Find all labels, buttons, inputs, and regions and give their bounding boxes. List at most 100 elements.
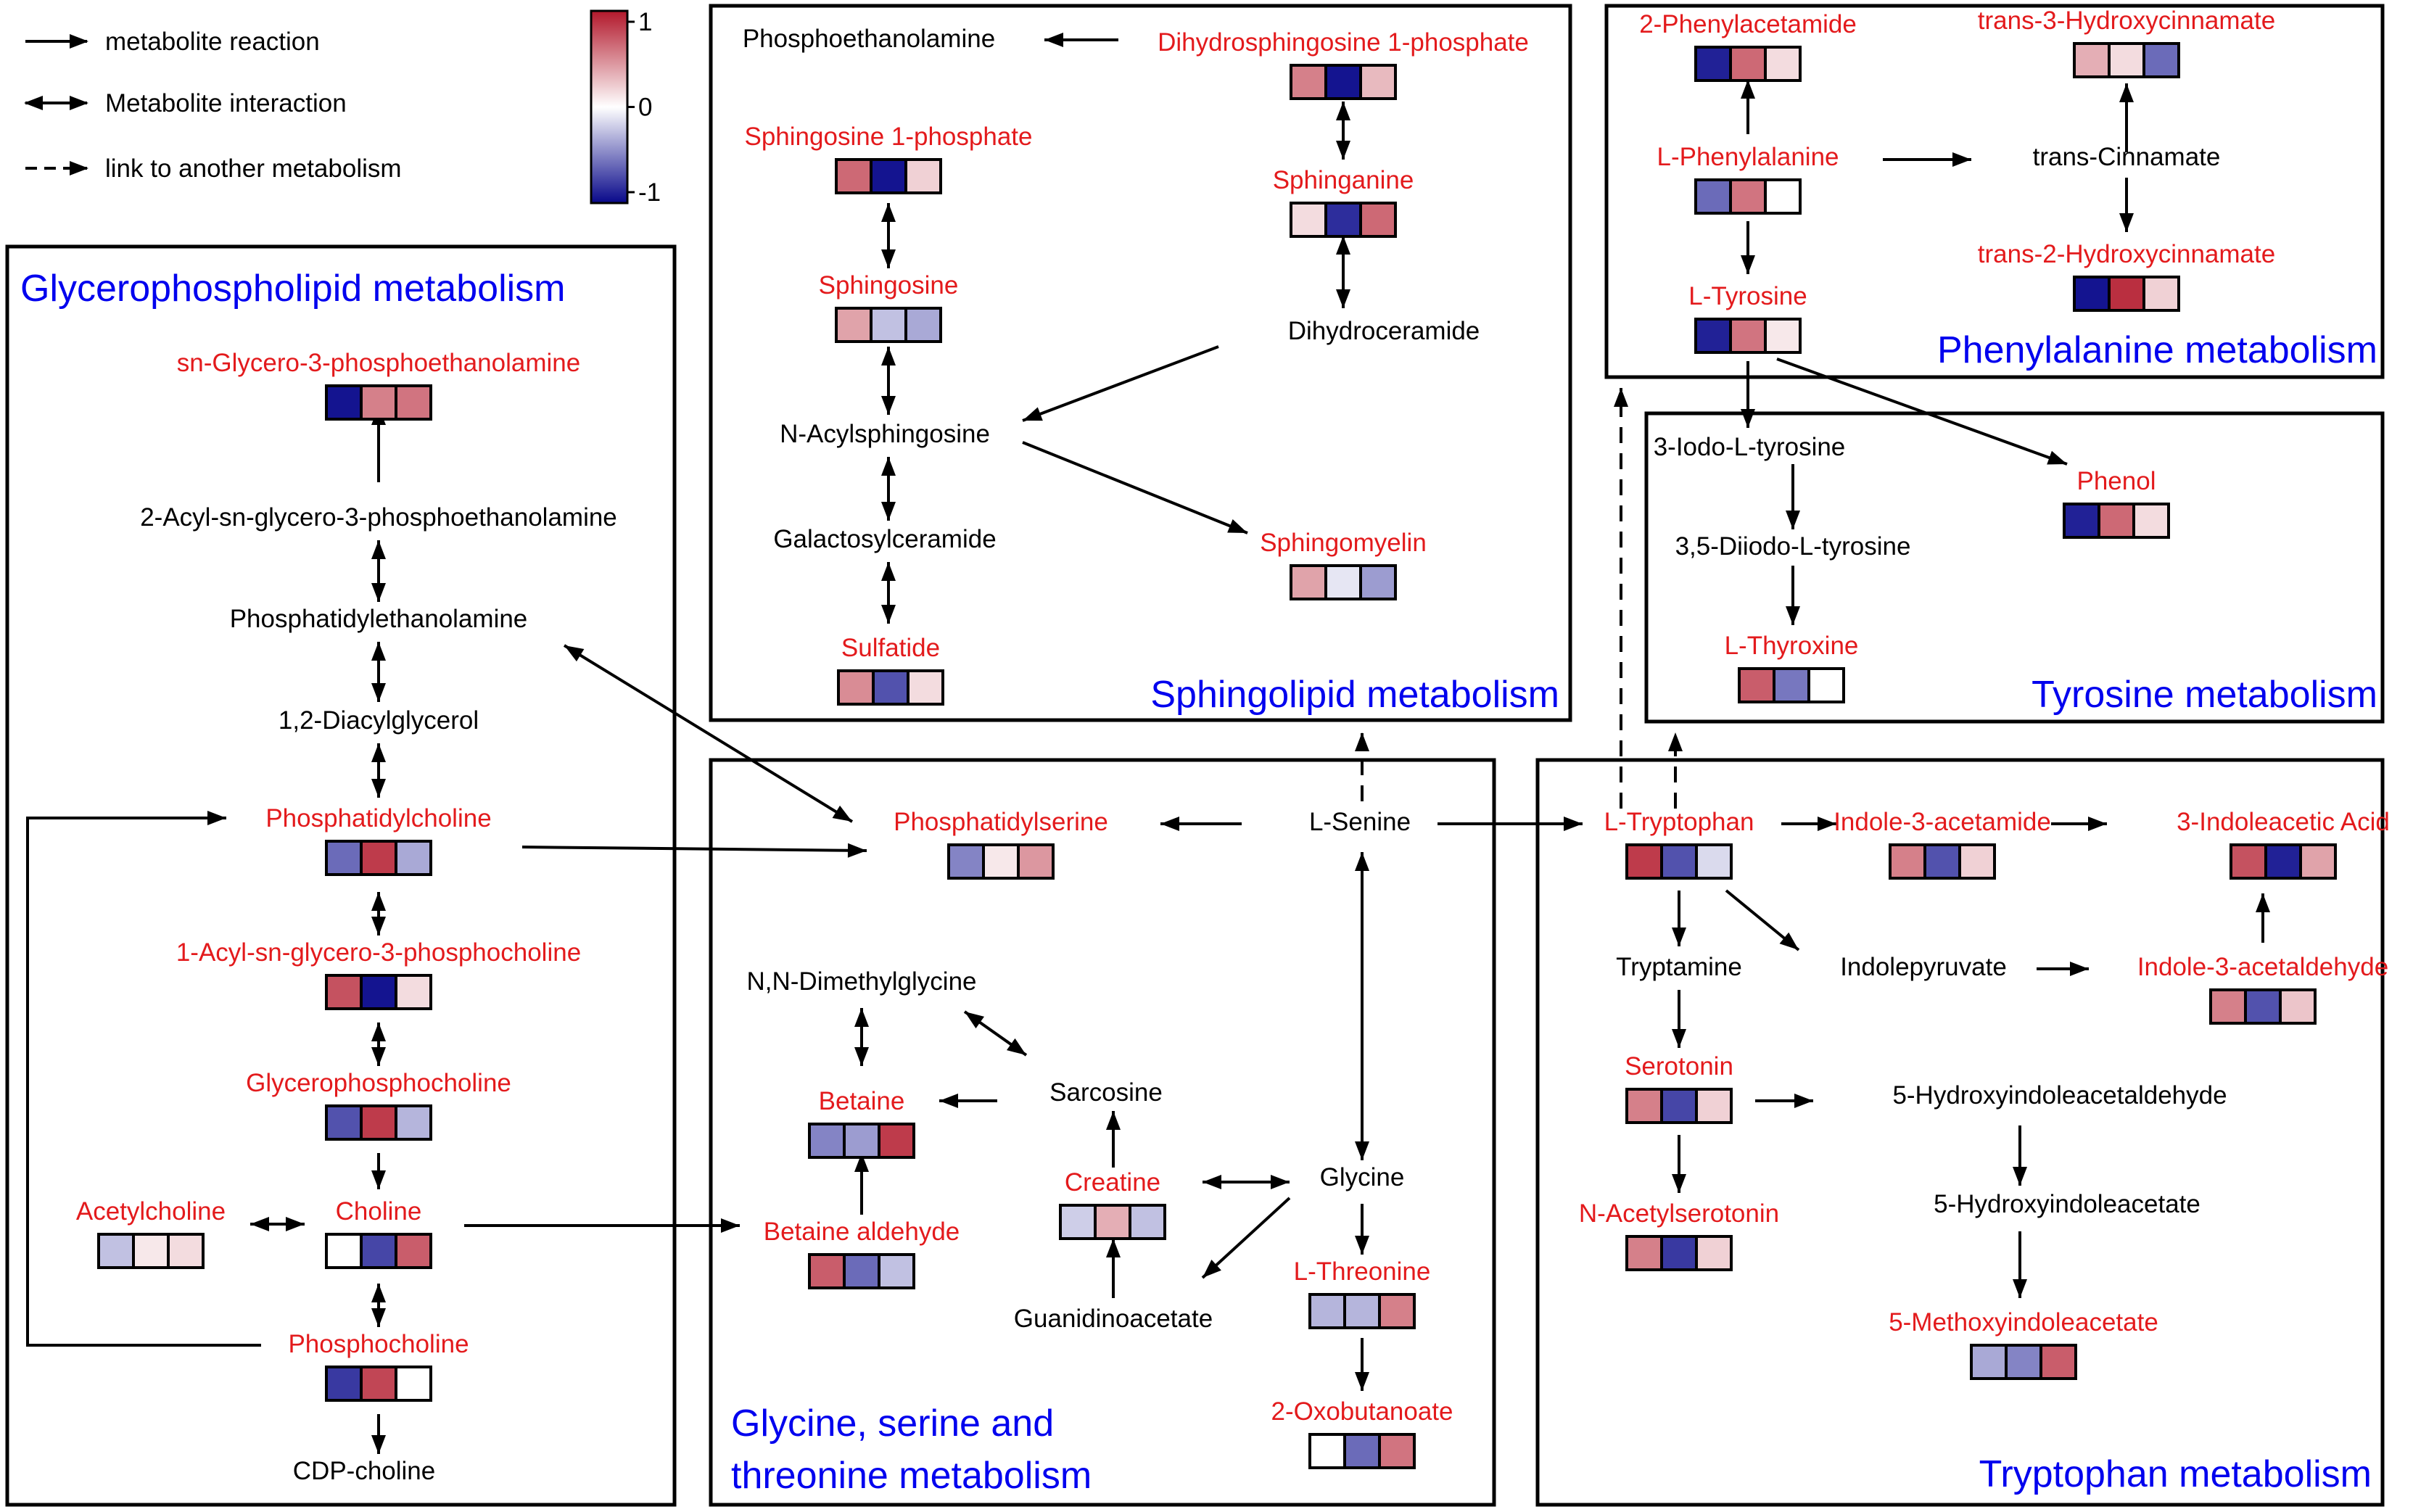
metabolite-label: Phosphoethanolamine (743, 25, 995, 53)
heatmap-cell (2279, 988, 2317, 1025)
metabolite-lthyrox[interactable]: L-Thyroxine (1725, 632, 1859, 703)
pathway-title-line: Glycine, serine and (731, 1402, 1054, 1445)
reaction-arrow (464, 1218, 740, 1233)
metabolite-oxob[interactable]: 2-Oxobutanoate (1271, 1397, 1453, 1469)
metabolite-ltrp[interactable]: L-Tryptophan (1604, 808, 1754, 880)
metabolite-dag[interactable]: 1,2-Diacylglycerol (279, 706, 479, 735)
metabolite-acylg3pe[interactable]: 2-Acyl-sn-glycero-3-phosphoethanolamine (140, 503, 617, 532)
reaction-arrow (1781, 817, 1836, 831)
reaction-arrow (1786, 464, 1800, 529)
metabolite-hiald[interactable]: 5-Hydroxyindoleacetaldehyde (1892, 1081, 2227, 1110)
heatmap-cell (325, 1104, 363, 1141)
metabolite-hiaa[interactable]: 5-Hydroxyindoleacetate (1934, 1190, 2200, 1218)
metabolite-guan[interactable]: Guanidinoacetate (1014, 1305, 1213, 1333)
metabolite-t3hc[interactable]: trans-3-Hydroxycinnamate (1978, 7, 2275, 78)
metabolite-lpc[interactable]: 1-Acyl-sn-glycero-3-phosphocholine (176, 938, 581, 1010)
metabolite-pe[interactable]: Phosphatidylethanolamine (230, 605, 528, 633)
metabolite-achol[interactable]: Acetylcholine (76, 1197, 226, 1269)
metabolite-g3pe[interactable]: sn-Glycero-3-phosphoethanolamine (177, 349, 580, 421)
metabolite-lser[interactable]: L-Senine (1309, 808, 1411, 836)
metabolite-sphingosine[interactable]: Sphingosine (819, 271, 959, 343)
metabolite-pcho[interactable]: Phosphocholine (288, 1330, 469, 1402)
heatmap-strip (1308, 1293, 1416, 1329)
metabolite-label: Serotonin (1625, 1052, 1733, 1081)
metabolite-ltyr[interactable]: L-Tyrosine (1688, 282, 1807, 354)
metabolite-pc[interactable]: Phosphatidylcholine (265, 804, 492, 876)
metabolite-label: Phosphatidylcholine (265, 804, 491, 833)
reaction-arrow (963, 1010, 1028, 1057)
legend-item-single-arrow: metabolite reaction (25, 28, 320, 56)
metabolite-mia[interactable]: 5-Methoxyindoleacetate (1889, 1308, 2158, 1380)
arrow-head (1741, 409, 1755, 428)
metabolite-sarcosine[interactable]: Sarcosine (1049, 1078, 1163, 1107)
metabolite-label: Choline (336, 1197, 422, 1226)
metabolite-dhcer[interactable]: Dihydroceramide (1288, 317, 1480, 345)
metabolite-i3acetamide[interactable]: Indole-3-acetamide (1834, 808, 2051, 880)
color-scale-bar (590, 9, 629, 205)
metabolite-label: Tryptamine (1616, 953, 1742, 981)
metabolite-label: Sphingosine 1-phosphate (745, 123, 1033, 151)
arrow-head (881, 457, 896, 476)
metabolite-betaine[interactable]: Betaine (808, 1087, 915, 1159)
metabolite-glycine[interactable]: Glycine (1320, 1163, 1405, 1191)
heatmap-cell (395, 974, 432, 1010)
heatmap-cell (1695, 843, 1733, 880)
reaction-arrow (371, 1284, 386, 1327)
heatmap-cell (1308, 1293, 1346, 1329)
metabolite-ps[interactable]: Phosphatidylserine (894, 808, 1108, 880)
metabolite-galcer[interactable]: Galactosylceramide (773, 525, 996, 553)
heatmap-cell (360, 974, 397, 1010)
arrow-head (2088, 817, 2107, 831)
metabolite-phenol[interactable]: Phenol (2063, 467, 2170, 539)
arrow-head (2256, 893, 2270, 912)
metabolite-dmg[interactable]: N,N-Dimethylglycine (746, 967, 976, 996)
metabolite-tryptamine[interactable]: Tryptamine (1616, 953, 1742, 981)
metabolite-label: 2-Oxobutanoate (1271, 1397, 1453, 1426)
metabolite-lphe[interactable]: L-Phenylalanine (1657, 143, 1839, 215)
metabolite-dhs1p[interactable]: Dihydrosphingosine 1-phosphate (1158, 28, 1529, 100)
metabolite-i3ald[interactable]: Indole-3-acetaldehyde (2137, 953, 2388, 1025)
metabolite-betald[interactable]: Betaine aldehyde (764, 1218, 960, 1289)
metabolite-tcinn[interactable]: trans-Cinnamate (2033, 143, 2221, 171)
metabolite-label: Guanidinoacetate (1014, 1305, 1213, 1333)
metabolite-serotonin[interactable]: Serotonin (1625, 1052, 1733, 1124)
metabolite-nas[interactable]: N-Acetylserotonin (1579, 1199, 1779, 1271)
metabolite-label: 3-Iodo-L-tyrosine (1654, 433, 1846, 461)
metabolite-nacyl[interactable]: N-Acylsphingosine (780, 420, 990, 448)
heatmap-cell (360, 1366, 397, 1402)
metabolite-s1p[interactable]: Sphingosine 1-phosphate (745, 123, 1033, 194)
metabolite-label: sn-Glycero-3-phosphoethanolamine (177, 349, 580, 377)
arrow-head (286, 1217, 305, 1231)
arrow-head (1672, 928, 1686, 946)
reaction-arrow (1725, 889, 1800, 951)
heatmap-cell (843, 1253, 880, 1289)
heatmap-cell (325, 1366, 363, 1402)
arrow-head (1355, 852, 1369, 871)
metabolite-creatine[interactable]: Creatine (1059, 1168, 1166, 1240)
metabolite-iaa[interactable]: 3-Indoleacetic Acid (2177, 808, 2390, 880)
heatmap-cell (1129, 1204, 1166, 1240)
reaction-arrow (881, 203, 896, 268)
metabolite-iodotyr[interactable]: 3-Iodo-L-tyrosine (1654, 433, 1846, 461)
arrow-head (1779, 932, 1799, 950)
metabolite-sphinganine[interactable]: Sphinganine (1273, 166, 1414, 238)
metabolite-lthr[interactable]: L-Threonine (1294, 1257, 1431, 1329)
metabolite-t2hc[interactable]: trans-2-Hydroxycinnamate (1978, 240, 2275, 312)
heatmap-strip (325, 840, 432, 876)
metabolite-choline[interactable]: Choline (325, 1197, 432, 1269)
heatmap-cell (2063, 503, 2100, 539)
heatmap-strip (325, 1366, 432, 1402)
reaction-arrow (1355, 852, 1369, 1160)
metabolite-petn[interactable]: Phosphoethanolamine (743, 25, 995, 53)
metabolite-diiodotyr[interactable]: 3,5-Diiodo-L-tyrosine (1675, 532, 1911, 561)
metabolite-indolepyr[interactable]: Indolepyruvate (1840, 953, 2007, 981)
metabolite-cdpcho[interactable]: CDP-choline (293, 1457, 435, 1485)
arrow-head (1160, 817, 1179, 831)
metabolite-sulfatide[interactable]: Sulfatide (837, 634, 944, 706)
heatmap-cell (1958, 843, 1996, 880)
arrow-head (371, 1047, 386, 1066)
metabolite-phacet[interactable]: 2-Phenylacetamide (1639, 10, 1857, 82)
metabolite-gpc[interactable]: Glycerophosphocholine (246, 1069, 511, 1141)
heatmap-cell (2039, 1344, 2077, 1380)
metabolite-sm[interactable]: Sphingomyelin (1260, 529, 1427, 600)
